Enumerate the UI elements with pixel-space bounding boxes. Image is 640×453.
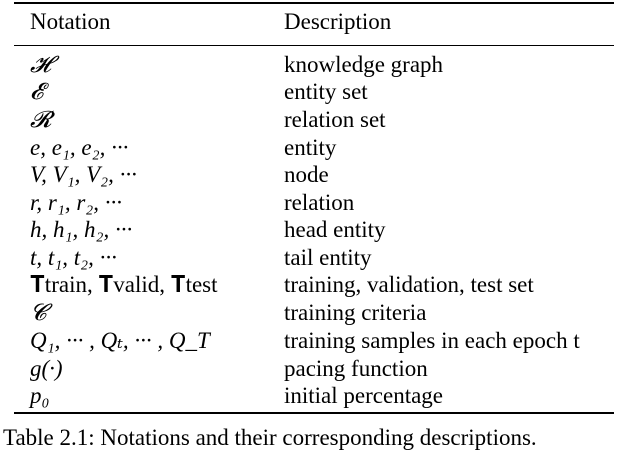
notation-cell: h, h₁, h₂, ··· — [30, 217, 133, 242]
notation-cell: 𝐓train, 𝐓valid, 𝐓test — [30, 272, 218, 297]
description-cell: knowledge graph — [284, 52, 444, 77]
notation-cell: V, V₁, V₂, ··· — [30, 162, 137, 187]
notation-cell: p₀ — [30, 383, 50, 408]
description-cell: entity set — [284, 79, 368, 104]
notation-cell: r, r₁, r₂, ··· — [30, 190, 123, 215]
table-top-rule — [14, 2, 614, 4]
header-description: Description — [284, 9, 392, 34]
notation-cell: t, t₁, t₂, ··· — [30, 245, 117, 270]
notation-cell: 𝓒 — [30, 300, 47, 325]
table-row: Q₁, ··· , Qₜ, ··· , Q_T training samples… — [14, 327, 614, 354]
description-cell: node — [284, 162, 329, 187]
table-row: r, r₁, r₂, ··· relation — [14, 189, 614, 216]
table-header-rule — [14, 45, 614, 46]
description-cell: entity — [284, 135, 337, 160]
notation-cell: e, e₁, e₂, ··· — [30, 135, 129, 160]
description-cell: head entity — [284, 217, 386, 242]
description-cell: relation set — [284, 107, 386, 132]
description-cell: initial percentage — [284, 383, 444, 408]
table-row: V, V₁, V₂, ··· node — [14, 161, 614, 188]
table-row: 𝓡 relation set — [14, 106, 614, 133]
table-row: 𝓔 entity set — [14, 78, 614, 105]
table-caption: Table 2.1: Notations and their correspon… — [3, 425, 537, 450]
description-cell: training, validation, test set — [284, 272, 534, 297]
notation-cell: 𝓔 — [30, 79, 44, 104]
table-header-row: Notation Description — [14, 8, 614, 35]
table-row: 𝓒 training criteria — [14, 299, 614, 326]
table-row: g(·) pacing function — [14, 355, 614, 382]
description-cell: training samples in each epoch t — [284, 328, 580, 353]
table-row: t, t₁, t₂, ··· tail entity — [14, 244, 614, 271]
table-row: 𝐓train, 𝐓valid, 𝐓test training, validati… — [14, 271, 614, 298]
table-row: 𝓗 knowledge graph — [14, 51, 614, 78]
notation-cell: g(·) — [30, 356, 63, 381]
table-bottom-rule — [14, 412, 614, 414]
table-row: h, h₁, h₂, ··· head entity — [14, 216, 614, 243]
notation-cell: 𝓡 — [30, 107, 52, 132]
description-cell: tail entity — [284, 245, 372, 270]
notation-cell: 𝓗 — [30, 52, 51, 77]
notation-cell: Q₁, ··· , Qₜ, ··· , Q_T — [30, 328, 210, 353]
description-cell: relation — [284, 190, 355, 215]
table-row: p₀ initial percentage — [14, 382, 614, 409]
table-row: e, e₁, e₂, ··· entity — [14, 134, 614, 161]
description-cell: training criteria — [284, 300, 427, 325]
header-notation: Notation — [30, 9, 111, 34]
description-cell: pacing function — [284, 356, 428, 381]
